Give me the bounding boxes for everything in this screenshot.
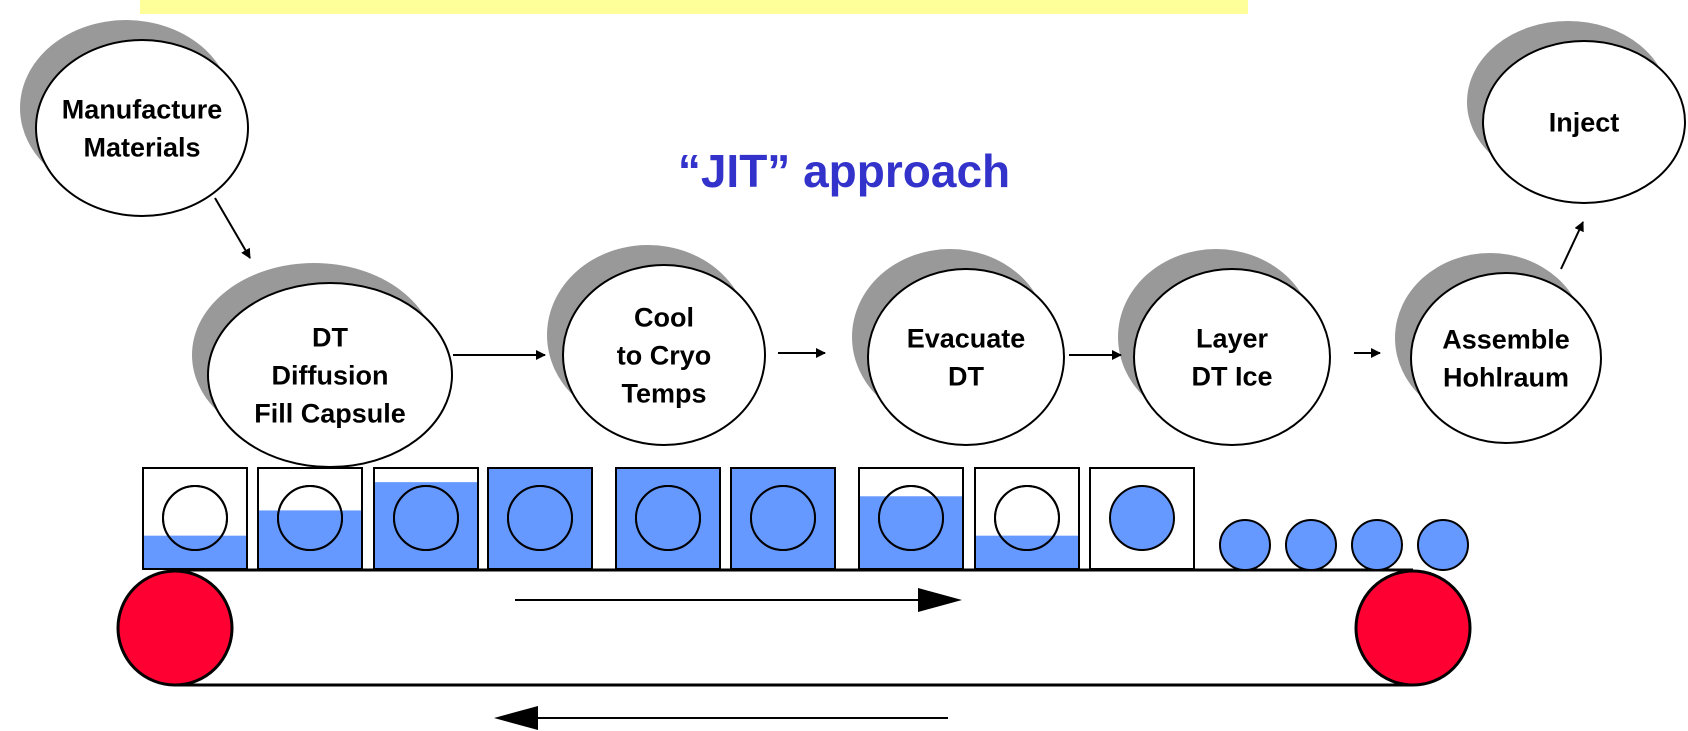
step-label: Layer xyxy=(1196,324,1269,354)
left-roller xyxy=(116,569,234,687)
step-inject: Inject xyxy=(1467,21,1686,204)
free-capsules xyxy=(1219,519,1469,571)
container xyxy=(257,467,363,570)
conveyor-belt xyxy=(116,568,1472,730)
belt-direction-arrowhead-right xyxy=(918,588,962,612)
capsule-submerged xyxy=(508,486,572,550)
right-roller xyxy=(1354,569,1472,687)
step-label: Evacuate xyxy=(907,324,1026,354)
container-outline xyxy=(974,467,1080,570)
container-outline xyxy=(257,467,363,570)
container xyxy=(487,467,593,570)
container xyxy=(730,467,836,570)
step-label: DT Ice xyxy=(1191,362,1272,392)
arrow-assemble-to-inject xyxy=(1560,221,1584,270)
container-outline xyxy=(487,467,593,570)
capsule-outline xyxy=(507,485,573,551)
step-node xyxy=(1482,40,1686,204)
capsule-outline xyxy=(635,485,701,551)
free-capsule xyxy=(1285,519,1337,571)
step-node xyxy=(35,39,249,217)
step-node xyxy=(1133,268,1331,446)
capsule-outline xyxy=(878,485,944,551)
container xyxy=(974,467,1080,570)
step-node xyxy=(867,268,1065,446)
step-label: Assemble xyxy=(1442,325,1570,355)
container xyxy=(1089,467,1195,570)
container-outline xyxy=(615,467,721,570)
container-outline xyxy=(142,467,248,570)
free-capsule xyxy=(1417,519,1469,571)
container-outline xyxy=(1089,467,1195,570)
step-layer: Layer DT Ice xyxy=(1118,249,1331,446)
capsule xyxy=(1109,485,1175,551)
step-label: Temps xyxy=(621,379,706,409)
container xyxy=(142,467,248,570)
capsule-outline xyxy=(750,485,816,551)
container-outline xyxy=(730,467,836,570)
container-outline xyxy=(858,467,964,570)
flow-arrows xyxy=(214,197,1584,360)
step-node xyxy=(562,264,766,446)
step-label: Materials xyxy=(83,133,200,163)
capsule-submerged xyxy=(394,486,458,550)
step-label: Manufacture xyxy=(62,95,223,125)
capsule-outline xyxy=(277,485,343,551)
free-capsule xyxy=(1351,519,1403,571)
container xyxy=(373,467,479,570)
step-label: to Cryo xyxy=(617,341,712,371)
capsule-submerged xyxy=(751,486,815,550)
capsule-containers xyxy=(142,467,1195,570)
diagram-title: “JIT” approach xyxy=(678,145,1010,197)
step-label: Cool xyxy=(634,303,694,333)
step-label: Fill Capsule xyxy=(254,399,406,429)
header-banner xyxy=(140,0,1248,14)
container xyxy=(858,467,964,570)
free-capsule xyxy=(1219,519,1271,571)
container xyxy=(615,467,721,570)
step-label: Inject xyxy=(1549,108,1620,138)
belt-direction-arrowhead-left xyxy=(494,706,538,730)
capsule-submerged xyxy=(278,510,342,550)
step-label: DT xyxy=(948,362,984,392)
step-label: Diffusion xyxy=(272,361,389,391)
capsule-submerged xyxy=(636,486,700,550)
step-node xyxy=(1410,272,1602,444)
capsule-outline xyxy=(994,485,1060,551)
step-label: Hohlraum xyxy=(1443,363,1569,393)
step-label: DT xyxy=(312,323,348,353)
container-outline xyxy=(373,467,479,570)
arrow-manufacture-to-fill xyxy=(214,197,251,259)
capsule-outline xyxy=(393,485,459,551)
capsule-outline xyxy=(162,485,228,551)
capsule-submerged xyxy=(879,496,943,550)
